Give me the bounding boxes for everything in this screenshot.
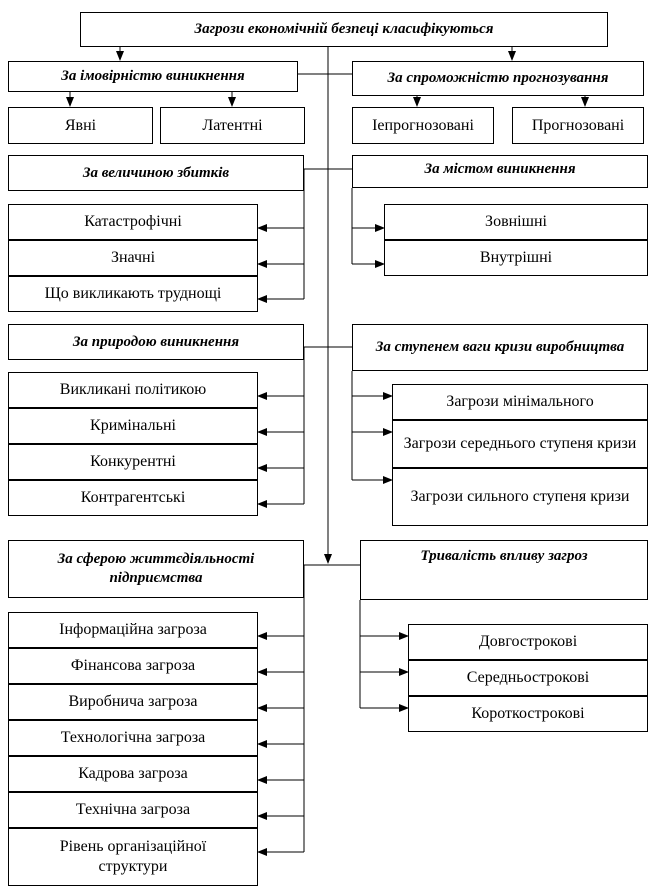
header-place: За містом виникнення [352,155,648,188]
item-duration-long: Довгострокові [408,624,648,660]
header-forecast: За спроможністю прогнозування [352,61,644,96]
item-sphere-technological: Технологічна загроза [8,720,258,756]
item-damage-catastrophic: Катастрофічні [8,204,258,240]
item-sphere-personnel: Кадрова загроза [8,756,258,792]
item-crisis-severe: Загрози сильного ступеня кризи [392,468,648,526]
item-duration-short: Короткострокові [408,696,648,732]
item-forecast-unpredictable: Іепрогнозовані [352,107,494,144]
item-forecast-predictable: Прогнозовані [512,107,644,144]
header-nature: За природою виникнення [8,324,304,360]
item-duration-medium: Середньострокові [408,660,648,696]
item-sphere-production: Виробнича загроза [8,684,258,720]
item-crisis-minimal: Загрози мінімального [392,384,648,420]
item-crisis-medium: Загрози середнього ступеня кризи [392,420,648,468]
item-sphere-information: Інформаційна загроза [8,612,258,648]
header-damage: За величиною збитків [8,155,304,191]
item-place-external: Зовнішні [384,204,648,240]
item-nature-competitive: Конкурентні [8,444,258,480]
item-damage-significant: Значні [8,240,258,276]
item-sphere-technical: Технічна загроза [8,792,258,828]
header-duration: Тривалість впливу загроз [360,540,648,600]
item-probability-explicit: Явні [8,107,153,144]
diagram-title: Загрози економічній безпеці класифікують… [80,12,608,47]
header-crisis: За ступенем ваги кризи виробництва [352,324,648,371]
item-nature-criminal: Кримінальні [8,408,258,444]
item-probability-latent: Латентні [160,107,305,144]
item-damage-difficulties: Що викликають труднощі [8,276,258,312]
header-sphere: За сферою життєдіяльності підприємства [8,540,304,598]
item-place-internal: Внутрішні [384,240,648,276]
item-nature-counterparty: Контрагентські [8,480,258,516]
item-sphere-financial: Фінансова загроза [8,648,258,684]
item-sphere-organizational: Рівень організаційної структури [8,828,258,886]
item-nature-political: Викликані політикою [8,372,258,408]
header-probability: За імовірністю виникнення [8,61,298,92]
